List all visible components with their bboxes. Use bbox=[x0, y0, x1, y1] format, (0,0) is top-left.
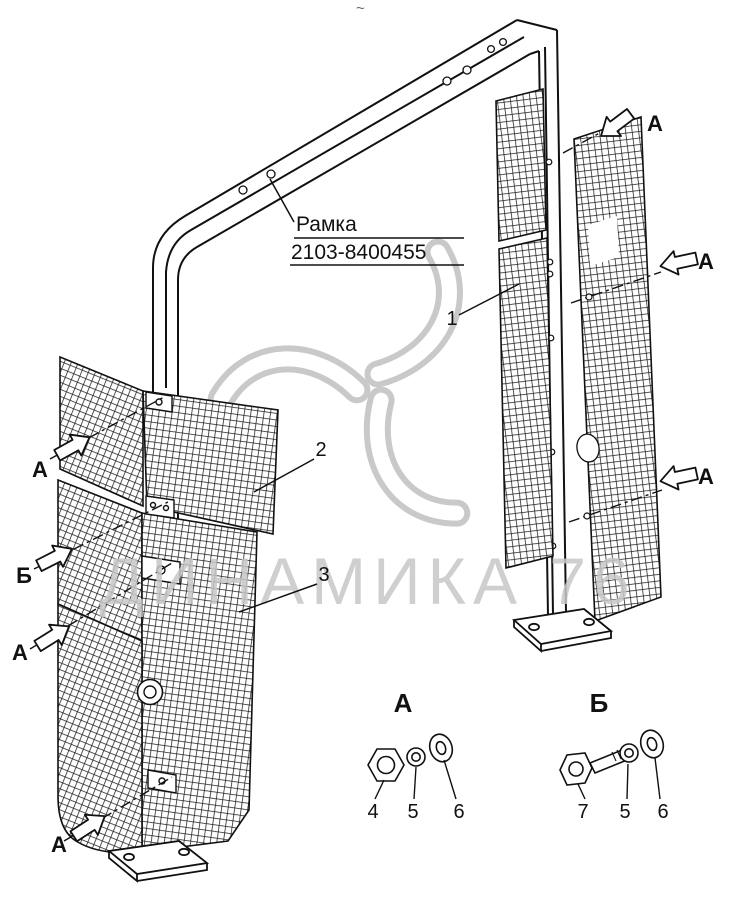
view-label-a-mid-right: А bbox=[698, 249, 714, 274]
detail-b-title: Б bbox=[590, 688, 609, 718]
frame-label-group: Рамка 2103-8400455 bbox=[269, 178, 464, 266]
frame-label-name: Рамка bbox=[296, 213, 357, 236]
view-arrow-icon-low-right bbox=[657, 460, 701, 494]
frame-rail-holes bbox=[238, 37, 508, 195]
callout-6b: 6 bbox=[657, 801, 668, 823]
mesh-panel-left-lower bbox=[57, 478, 258, 854]
view-label-b-left: Б bbox=[16, 563, 32, 588]
callout-5a: 5 bbox=[407, 801, 418, 823]
view-arrow-icon-mid-right bbox=[657, 245, 701, 279]
callout-4: 4 bbox=[367, 801, 378, 823]
detail-a-title: А bbox=[394, 688, 413, 718]
frame-label-number: 2103-8400455 bbox=[291, 241, 426, 264]
right-base-plate bbox=[511, 608, 614, 654]
mesh-panel-left-middle bbox=[59, 355, 279, 535]
left-base-plate bbox=[106, 840, 210, 883]
callout-7: 7 bbox=[577, 801, 588, 823]
left-post-mounting-tabs bbox=[136, 391, 181, 794]
watermark-logo-icon bbox=[207, 238, 471, 527]
view-label-a-bottom-left: А bbox=[51, 832, 67, 857]
view-label-a-left-mid: А bbox=[32, 457, 48, 482]
callout-5b: 5 bbox=[619, 801, 630, 823]
mesh-panel-right-inner bbox=[495, 87, 554, 570]
view-label-a-left-low: А bbox=[12, 640, 28, 665]
watermark-text: ДИНАМИКА 76 bbox=[99, 544, 636, 618]
detail-b-group: Б 7 5 6 bbox=[559, 688, 669, 823]
detail-a-group: А 4 5 6 bbox=[367, 688, 465, 823]
view-label-a-low-right: А bbox=[698, 464, 714, 489]
callout-1: 1 bbox=[446, 308, 457, 330]
mesh-panel-right-outer bbox=[573, 115, 662, 623]
callout-3: 3 bbox=[318, 564, 329, 586]
right-bolt-holes bbox=[583, 293, 593, 520]
callout-2: 2 bbox=[315, 439, 326, 461]
callout-6a: 6 bbox=[453, 801, 464, 823]
top-stray-mark: ~ bbox=[356, 0, 365, 17]
callout-leaders bbox=[238, 283, 520, 613]
view-label-a-top-right: А bbox=[647, 111, 663, 136]
